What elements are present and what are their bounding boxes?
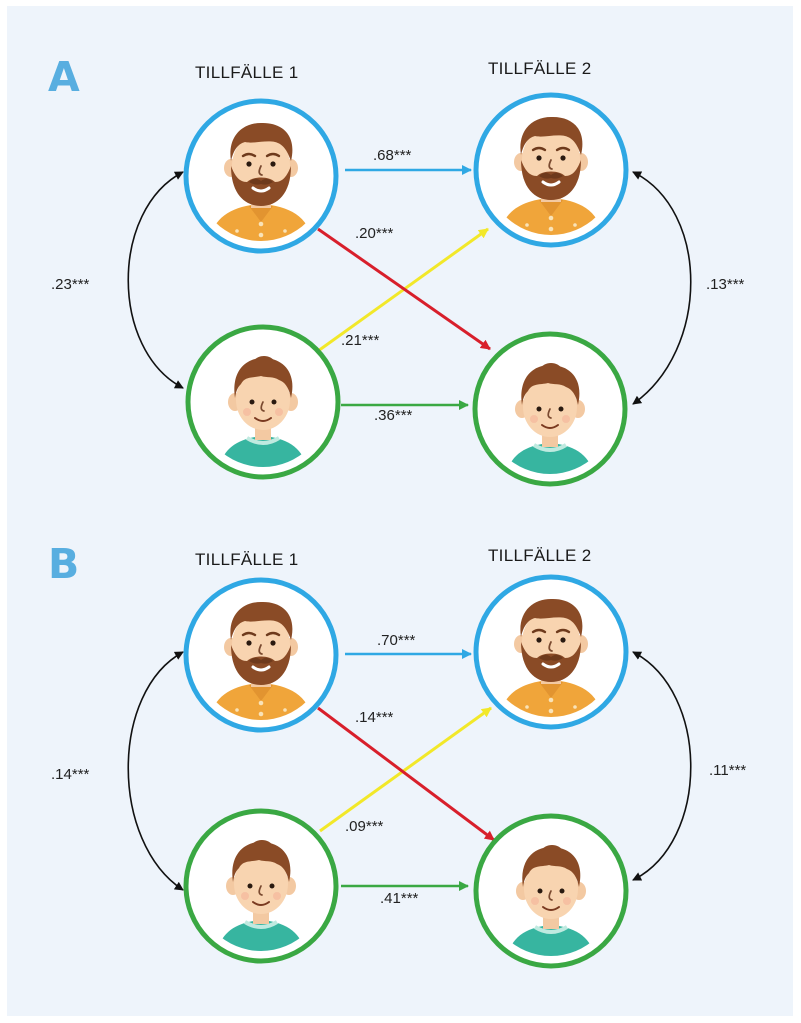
occasion-2-label: TILLFÄLLE 2 (488, 59, 592, 78)
panel-a: A TILLFÄLLE 1 TILLFÄLLE 2 .68*** .20*** … (0, 0, 801, 500)
father-to-child-arrow (317, 706, 495, 842)
figure-background (7, 6, 793, 1016)
t1-correlation-coef: .23*** (51, 276, 90, 293)
t2-correlation-coef: .13*** (706, 276, 745, 293)
father-to-child-coef: .20*** (355, 225, 394, 242)
t2-correlation-arrow (632, 651, 692, 881)
panel-b: B TILLFÄLLE 1 TILLFÄLLE 2 .70*** .14*** … (0, 487, 801, 987)
occasion-1-label: TILLFÄLLE 1 (195, 63, 299, 82)
t1-correlation-arrow (127, 651, 184, 891)
child-to-father-coef: .21*** (341, 332, 380, 349)
occasion-1-label: TILLFÄLLE 1 (195, 550, 299, 569)
path-diagram (127, 92, 692, 487)
child-stability-coef: .41*** (380, 890, 419, 907)
child-to-father-coef: .09*** (345, 818, 384, 835)
t1-correlation-coef: .14*** (51, 766, 90, 783)
panel-letter: B (48, 540, 80, 588)
child-stability-coef: .36*** (374, 407, 413, 424)
t2-correlation-coef: .11*** (709, 762, 747, 779)
father-to-child-coef: .14*** (355, 709, 394, 726)
father-stability-coef: .68*** (373, 147, 412, 164)
panel-letter: A (48, 53, 80, 101)
occasion-2-label: TILLFÄLLE 2 (488, 546, 592, 565)
father-to-child-arrow (317, 227, 491, 351)
t1-correlation-arrow (127, 171, 184, 389)
path-diagram (127, 574, 692, 969)
t2-correlation-arrow (632, 171, 692, 405)
child-to-father-arrow (319, 706, 492, 833)
father-stability-coef: .70*** (377, 632, 416, 649)
